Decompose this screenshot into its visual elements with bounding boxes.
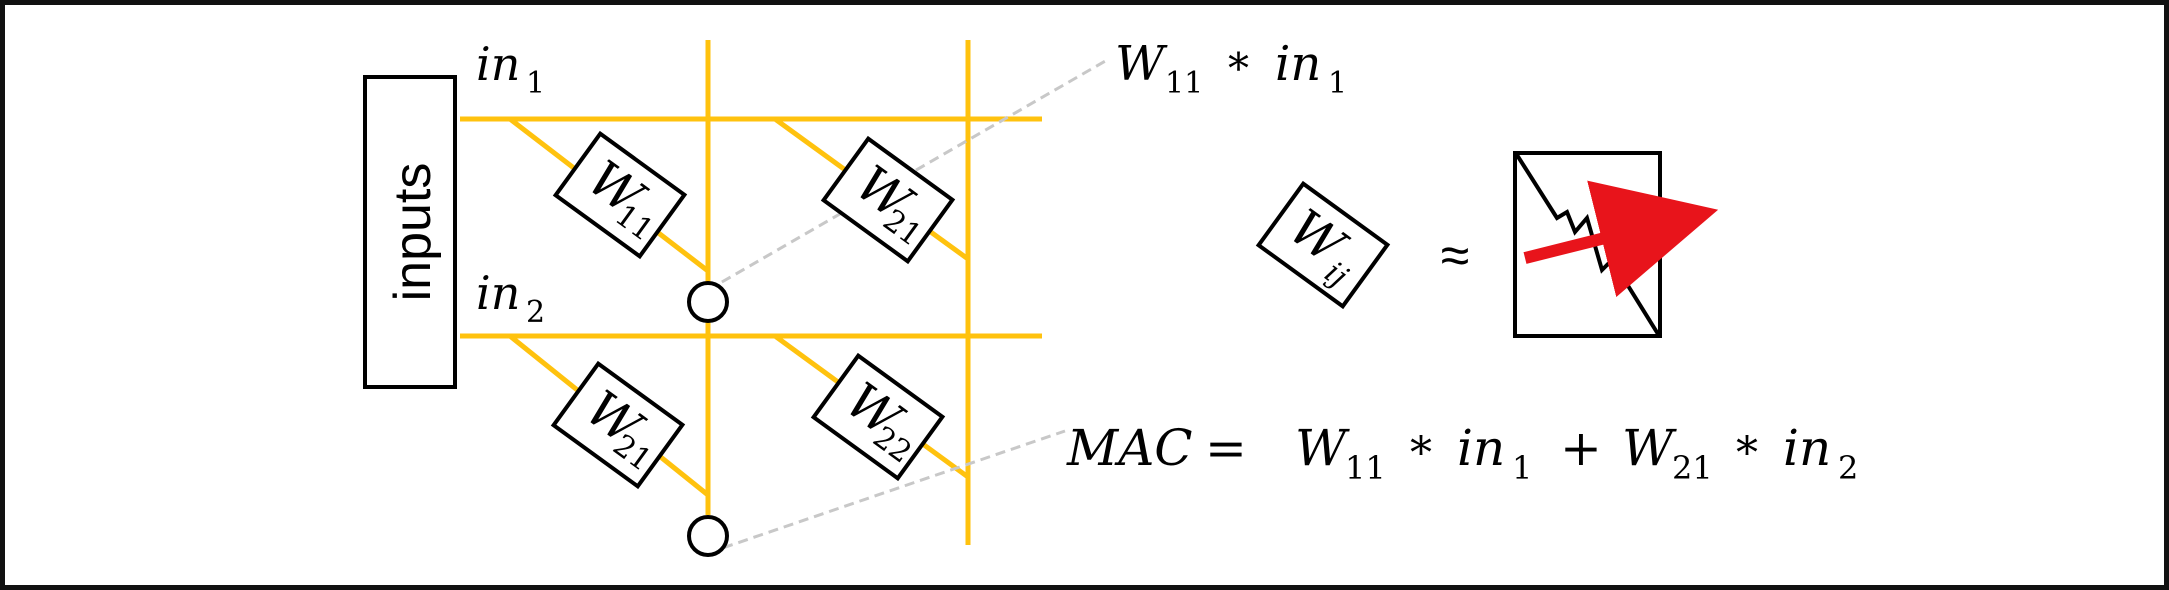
output-node-icon — [687, 515, 729, 557]
svg-text:11: 11 — [1345, 449, 1386, 487]
svg-text:in: in — [476, 266, 520, 320]
svg-text:1: 1 — [1512, 449, 1532, 487]
svg-text:W: W — [1622, 419, 1677, 477]
svg-text:MAC: MAC — [1066, 419, 1193, 477]
svg-text:11: 11 — [1165, 66, 1203, 101]
svg-text:2: 2 — [1838, 449, 1858, 487]
svg-text:1: 1 — [526, 66, 545, 101]
svg-text:*: * — [1410, 428, 1432, 479]
weight-box-w21-top: W 21 — [820, 135, 956, 265]
weight-box-w21-bottom: W 21 — [550, 360, 686, 490]
svg-text:2: 2 — [526, 295, 545, 330]
leader-lines — [707, 58, 1108, 555]
svg-text:*: * — [1228, 44, 1249, 93]
approx-symbol: ≈ — [1441, 227, 1470, 285]
weight-box-wij: W ij — [1255, 180, 1391, 310]
svg-text:W: W — [1115, 36, 1168, 92]
annotation-w11-in1: W 11 * in 1 — [1115, 36, 1347, 101]
weight-box-w11: W 11 — [552, 130, 688, 260]
svg-text:=: = — [1205, 419, 1247, 477]
svg-text:W: W — [1295, 419, 1350, 477]
inputs-box: inputs — [363, 75, 457, 389]
output-node-icon — [687, 281, 729, 323]
memristor-icon — [1513, 151, 1719, 338]
svg-text:in: in — [1275, 36, 1321, 92]
svg-text:+: + — [1560, 419, 1602, 477]
weight-box-w22: W 22 — [810, 352, 946, 482]
input-label-2: in 2 — [476, 266, 545, 330]
svg-text:*: * — [1736, 428, 1758, 479]
crossbar-diagram: inputs W 11 W 21 W 21 W 22 — [363, 36, 1858, 557]
input-label-1: in 1 — [476, 37, 545, 101]
svg-text:1: 1 — [1328, 66, 1347, 101]
svg-text:in: in — [1457, 419, 1505, 477]
mac-equation: MAC = W 11 * in 1 + W 21 * in 2 — [1066, 419, 1858, 487]
inputs-label: inputs — [384, 163, 442, 302]
svg-text:in: in — [476, 37, 520, 91]
svg-text:21: 21 — [1672, 449, 1713, 487]
svg-text:in: in — [1783, 419, 1831, 477]
